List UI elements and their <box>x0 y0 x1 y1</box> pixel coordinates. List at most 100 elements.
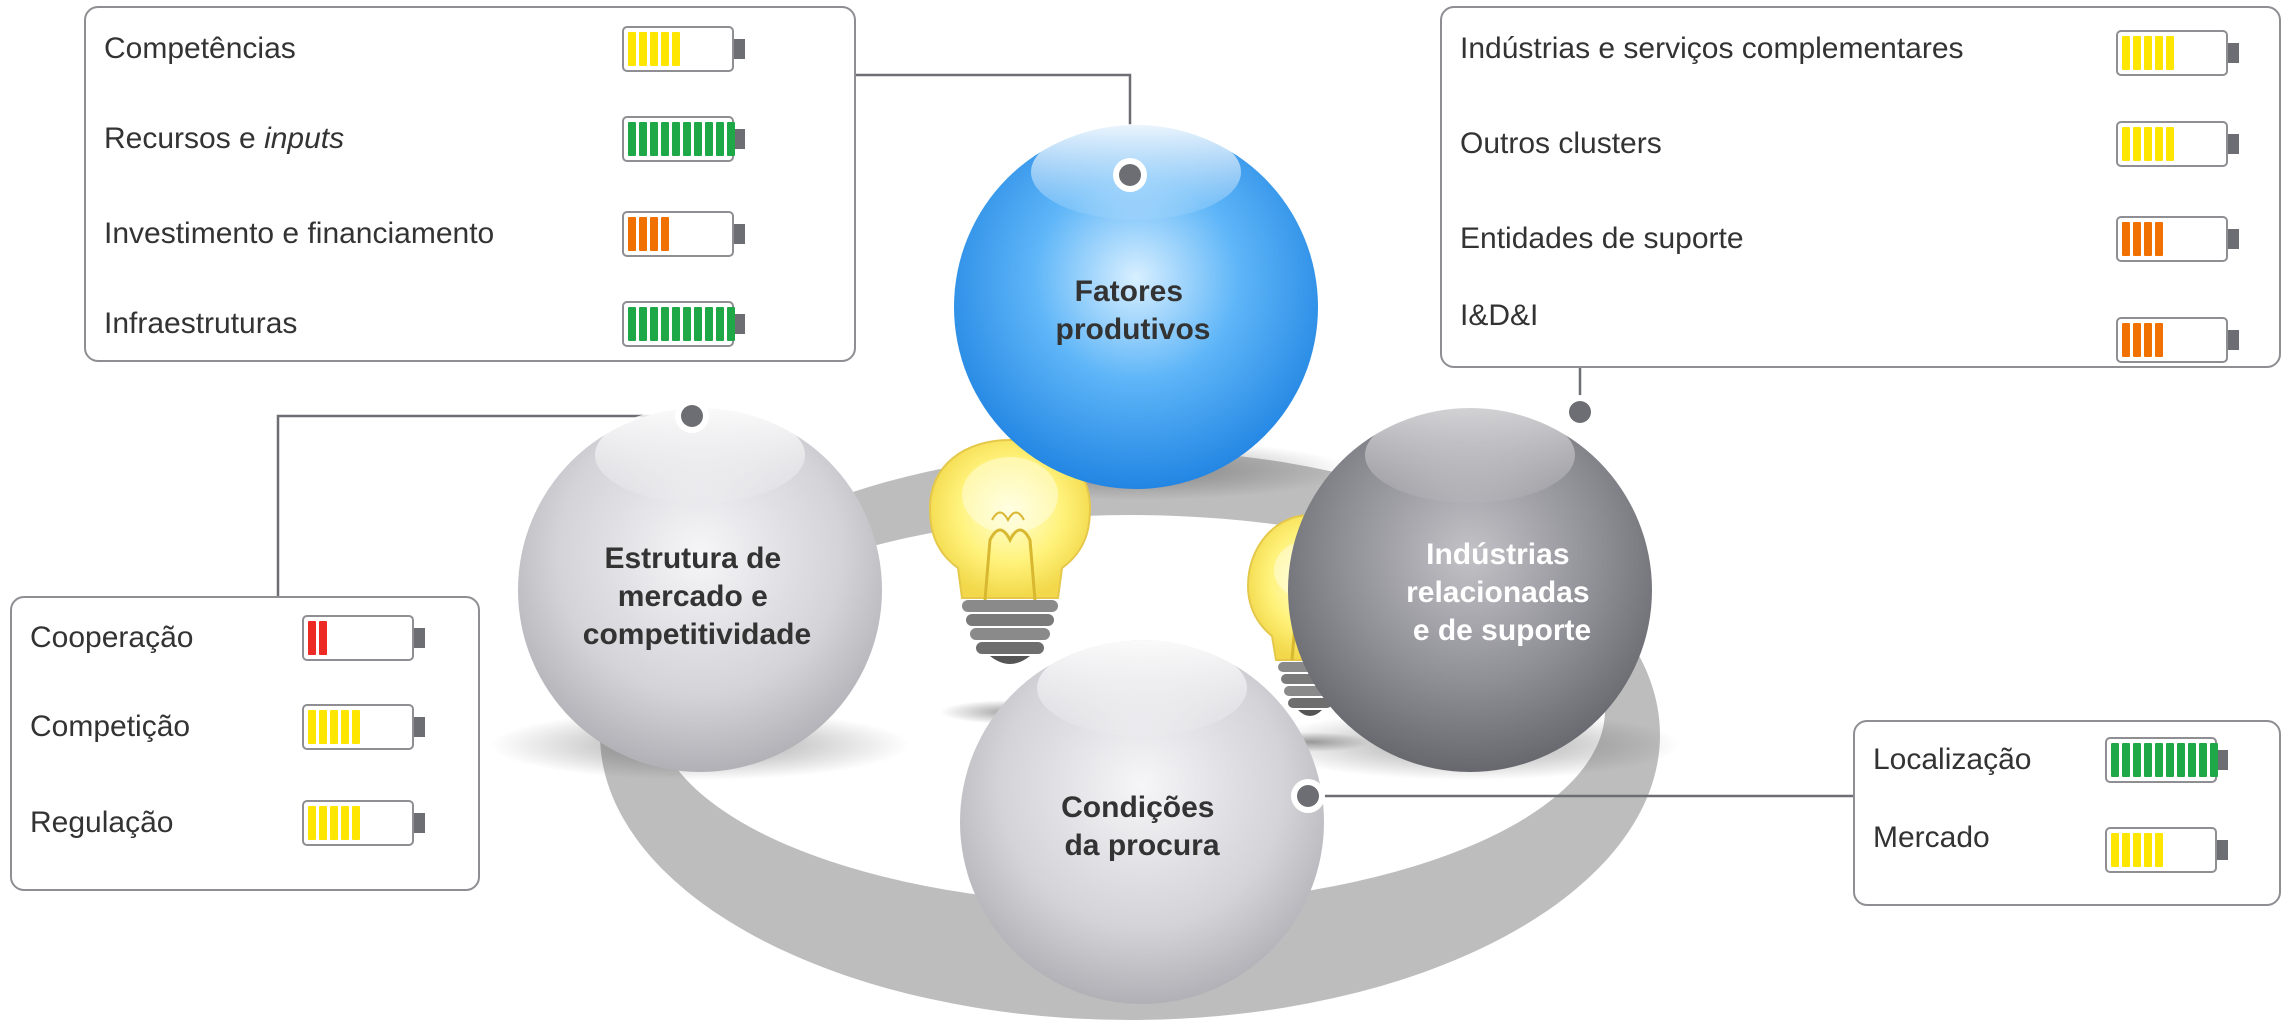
battery-cell <box>330 806 338 840</box>
battery-cell <box>672 122 680 156</box>
battery-cell <box>650 307 658 341</box>
battery-level <box>628 307 735 341</box>
battery-icon <box>2105 737 2229 783</box>
battery-cell <box>2111 833 2119 867</box>
battery-level <box>628 32 680 66</box>
sphere-label-line: da procura <box>1064 829 1219 862</box>
battery-level <box>308 621 327 655</box>
item-label: Competição <box>30 710 191 743</box>
battery-icon <box>302 704 426 750</box>
battery-icon <box>2116 216 2240 262</box>
battery-level <box>628 217 669 251</box>
battery-cell <box>2177 743 2185 777</box>
battery-cell <box>2111 743 2119 777</box>
battery-level <box>2122 36 2174 70</box>
item-label: Investimento e financiamento <box>104 217 495 250</box>
sphere-label-line: competitividade <box>583 618 811 651</box>
battery-cell <box>639 217 647 251</box>
sphere-label-fatores: Fatores produtivos <box>1056 275 1211 346</box>
item-label: Localização <box>1873 743 2032 776</box>
list-item: Recursos e inputs <box>86 116 854 162</box>
sphere-industrias <box>1288 407 1652 772</box>
connector-dots <box>675 158 1597 813</box>
battery-tip <box>2228 330 2239 350</box>
battery-tip <box>2228 43 2239 63</box>
battery-cell <box>628 217 636 251</box>
item-label: Mercado <box>1873 821 1990 854</box>
battery-tip <box>734 39 745 59</box>
battery-tip <box>734 314 745 334</box>
battery-cell <box>2144 743 2152 777</box>
battery-cell <box>661 122 669 156</box>
battery-icon <box>302 800 426 846</box>
battery-cell <box>2133 222 2141 256</box>
list-item: Regulação <box>12 800 478 846</box>
battery-cell <box>639 32 647 66</box>
battery-cell <box>2133 743 2141 777</box>
battery-cell <box>319 806 327 840</box>
battery-cell <box>639 307 647 341</box>
battery-cell <box>2210 743 2218 777</box>
battery-icon <box>622 211 746 257</box>
sphere-label-line: Fatores <box>1075 275 1183 308</box>
battery-cell <box>2155 36 2163 70</box>
battery-cell <box>2133 833 2141 867</box>
battery-tip <box>2217 750 2228 770</box>
panel-condicoes: Localização Mercado <box>1853 720 2281 906</box>
battery-level <box>628 122 735 156</box>
sphere-label-estrutura: Estrutura de mercado e competitividade <box>583 542 811 651</box>
battery-cell <box>705 307 713 341</box>
battery-cell <box>2122 743 2130 777</box>
battery-cell <box>2122 323 2130 357</box>
sphere-label-line: e de suporte <box>1413 614 1591 647</box>
item-label: Entidades de suporte <box>1460 222 1744 255</box>
battery-cell <box>2122 833 2130 867</box>
battery-cell <box>683 307 691 341</box>
battery-cell <box>2155 323 2163 357</box>
battery-cell <box>716 122 724 156</box>
sphere-label-line: Estrutura de <box>604 542 781 575</box>
sphere-label-line: Condições <box>1061 791 1214 824</box>
item-label: Outros clusters <box>1460 127 1662 160</box>
panel-fatores: Competências Recursos e inputs Investime… <box>84 6 856 362</box>
list-item: I&D&I <box>1442 296 2279 363</box>
battery-cell <box>308 621 316 655</box>
battery-icon <box>2116 317 2240 363</box>
sphere-fatores <box>954 124 1318 489</box>
battery-cell <box>319 710 327 744</box>
item-label: Cooperação <box>30 621 194 654</box>
list-item: Infraestruturas <box>86 301 854 347</box>
battery-cell <box>727 307 735 341</box>
battery-cell <box>2122 222 2130 256</box>
list-item: Mercado <box>1855 818 2279 873</box>
battery-cell <box>352 806 360 840</box>
sphere-label-condicoes: Condições da procura <box>1061 791 1223 862</box>
battery-icon <box>2116 121 2240 167</box>
battery-cell <box>341 806 349 840</box>
battery-tip <box>414 717 425 737</box>
battery-icon <box>622 301 746 347</box>
battery-level <box>2122 127 2174 161</box>
battery-icon <box>622 116 746 162</box>
battery-cell <box>341 710 349 744</box>
battery-cell <box>650 122 658 156</box>
battery-cell <box>2155 833 2163 867</box>
battery-tip <box>2228 134 2239 154</box>
battery-icon <box>2116 30 2240 76</box>
item-label: Infraestruturas <box>104 307 298 340</box>
battery-cell <box>2155 127 2163 161</box>
battery-cell <box>661 32 669 66</box>
battery-cell <box>2122 36 2130 70</box>
item-label: Recursos e inputs <box>104 122 345 155</box>
battery-cell <box>628 122 636 156</box>
battery-cell <box>672 307 680 341</box>
item-label: Regulação <box>30 806 174 839</box>
list-item: Competências <box>86 26 854 72</box>
battery-cell <box>2166 743 2174 777</box>
battery-cell <box>694 122 702 156</box>
battery-cell <box>2155 222 2163 256</box>
battery-cell <box>2199 743 2207 777</box>
battery-cell <box>319 621 327 655</box>
battery-cell <box>2122 127 2130 161</box>
